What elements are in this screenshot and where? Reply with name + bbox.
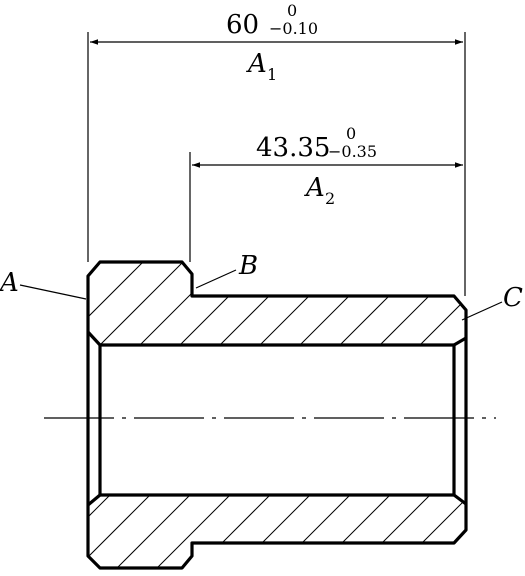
dim-a2-symbol: A <box>304 173 325 203</box>
label-surface-b: B <box>238 251 258 281</box>
label-surface-a: A <box>0 268 19 298</box>
dim-a2-lower-dev: −0.35 <box>328 142 377 161</box>
hatch-bottom <box>88 495 466 568</box>
leader-b <box>195 269 237 289</box>
dim-a1-index: 1 <box>267 65 277 84</box>
dim-a2-upper-dev: 0 <box>346 124 356 143</box>
leader-c <box>461 301 503 321</box>
dim-a1-upper-dev: 0 <box>287 1 297 20</box>
dim-a2-nominal: 43.35 <box>256 133 330 163</box>
chamfer-left-top <box>86 330 102 347</box>
chamfer-right-bottom <box>453 493 467 506</box>
dim-a1-lower-dev: −0.10 <box>269 19 318 38</box>
dim-a1-symbol: A <box>246 49 267 79</box>
bore-outline <box>98 343 456 497</box>
chamfer-left-bottom <box>86 493 102 507</box>
part-outline <box>86 260 468 570</box>
dim-a2-index: 2 <box>325 189 335 208</box>
label-surface-c: C <box>503 283 523 313</box>
leader-a <box>19 284 87 300</box>
dim-a1-nominal: 60 <box>226 10 259 40</box>
chamfer-right-top <box>453 336 467 347</box>
